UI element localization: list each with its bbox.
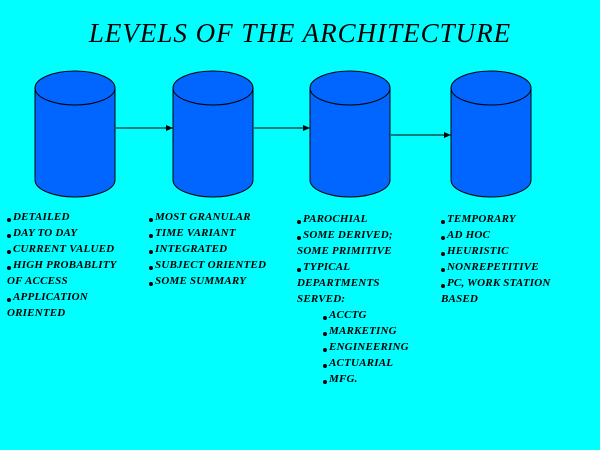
list-item: DAY TO DAY <box>7 225 142 241</box>
level-3-characteristics: PAROCHIAL SOME DERIVED; SOME PRIMITIVE T… <box>297 211 437 387</box>
list-item: PAROCHIAL <box>297 211 437 227</box>
database-cylinder-2 <box>172 70 254 198</box>
list-item: CURRENT VALUED <box>7 241 142 257</box>
list-item: TIME VARIANT <box>149 225 284 241</box>
sub-list-item: MARKETING <box>297 323 437 339</box>
sub-list-item: MFG. <box>297 371 437 387</box>
list-item: SOME DERIVED; <box>297 227 437 243</box>
level-1-characteristics: DETAILED DAY TO DAY CURRENT VALUED HIGH … <box>7 209 142 321</box>
sub-list-item: ENGINEERING <box>297 339 437 355</box>
list-item: NONREPETITIVE <box>441 259 596 275</box>
database-cylinder-3 <box>309 70 391 198</box>
sub-list-item: ACCTG <box>297 307 437 323</box>
list-item-continuation: DEPARTMENTS <box>297 277 380 289</box>
list-item: APPLICATION <box>7 289 142 305</box>
database-cylinder-4 <box>450 70 532 198</box>
list-item-continuation: BASED <box>441 293 479 305</box>
list-item-continuation: SERVED: <box>297 293 346 305</box>
list-item: INTEGRATED <box>149 241 284 257</box>
list-item: AD HOC <box>441 227 596 243</box>
architecture-diagram <box>34 70 532 198</box>
list-item-continuation: OF ACCESS <box>7 275 68 287</box>
list-item-continuation: ORIENTED <box>7 307 66 319</box>
level-2-characteristics: MOST GRANULAR TIME VARIANT INTEGRATED SU… <box>149 209 284 289</box>
list-item: SUBJECT ORIENTED <box>149 257 284 273</box>
list-item: HEURISTIC <box>441 243 596 259</box>
list-item: TYPICAL <box>297 259 437 275</box>
list-item: TEMPORARY <box>441 211 596 227</box>
list-item-continuation: SOME PRIMITIVE <box>297 245 392 257</box>
database-cylinder-1 <box>34 70 116 198</box>
sub-list-item: ACTUARIAL <box>297 355 437 371</box>
list-item: PC, WORK STATION <box>441 275 596 291</box>
list-item: DETAILED <box>7 209 142 225</box>
list-item: MOST GRANULAR <box>149 209 284 225</box>
level-4-characteristics: TEMPORARY AD HOC HEURISTIC NONREPETITIVE… <box>441 211 596 307</box>
list-item: SOME SUMMARY <box>149 273 284 289</box>
list-item: HIGH PROBABLITY <box>7 257 142 273</box>
page-title: LEVELS OF THE ARCHITECTURE <box>88 18 512 48</box>
